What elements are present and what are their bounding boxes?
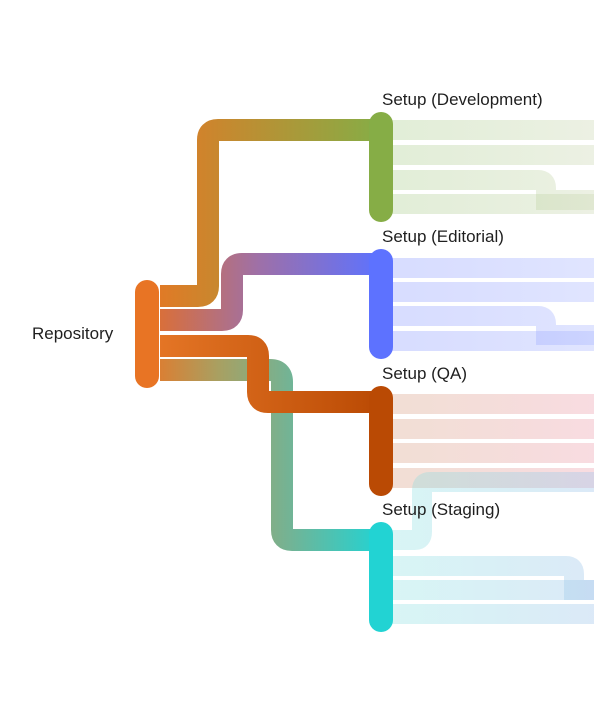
node-bar-repository [135, 280, 159, 388]
node-label-staging: Setup (Staging) [382, 500, 501, 519]
branch-group-editorial [390, 258, 594, 351]
node-bar-qa [369, 386, 393, 496]
faded-branches [390, 120, 594, 624]
node-bar-development [369, 112, 393, 222]
node-label-editorial: Setup (Editorial) [382, 227, 504, 246]
branch-group-development [390, 120, 594, 214]
main-links [160, 119, 382, 551]
link-repository-to-qa [160, 335, 382, 413]
branch-group-staging [390, 472, 594, 624]
faded-branch [390, 170, 594, 210]
faded-branch [390, 472, 594, 550]
link-repository-to-editorial [160, 253, 382, 331]
node-label-repository: Repository [32, 324, 114, 343]
faded-branch [390, 556, 594, 600]
node-label-development: Setup (Development) [382, 90, 543, 109]
link-repository-to-development [160, 119, 382, 307]
node-bar-editorial [369, 249, 393, 359]
faded-branch [390, 306, 594, 345]
branch-group-qa [390, 394, 594, 488]
node-bar-staging [369, 522, 393, 632]
node-bars [135, 112, 393, 632]
node-label-qa: Setup (QA) [382, 364, 468, 383]
link-repository-to-staging [160, 359, 382, 551]
